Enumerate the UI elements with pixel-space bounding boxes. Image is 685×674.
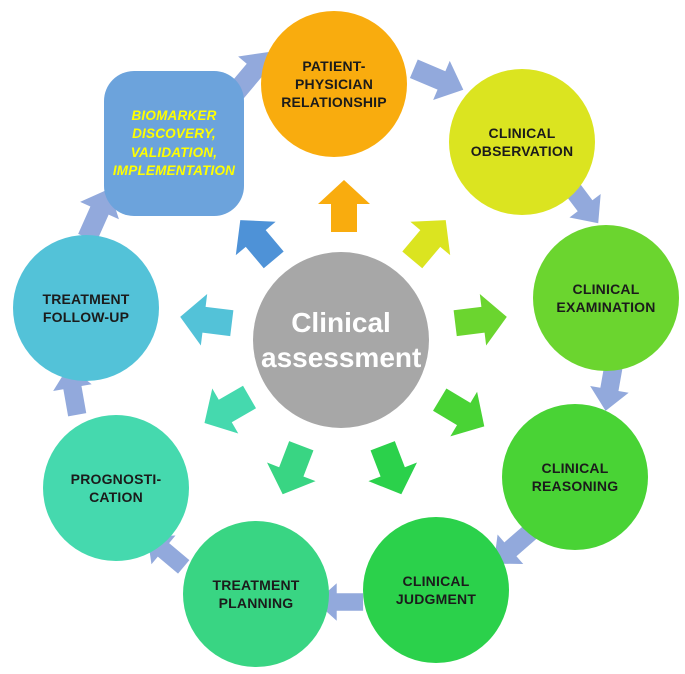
node-patient-physician-relationship-label: PATIENT-PHYSICIAN RELATIONSHIP bbox=[281, 57, 387, 111]
node-clinical-examination-label: CLINICAL EXAMINATION bbox=[556, 280, 656, 315]
node-prognostication: PROGNOSTI-CATION bbox=[43, 415, 189, 561]
radial-arrow-to-biomarker-icon bbox=[235, 220, 284, 269]
node-clinical-judgment: CLINICAL JUDGMENT bbox=[363, 517, 509, 663]
radial-arrow-to-clinical-observation-icon bbox=[402, 220, 451, 269]
radial-arrow-to-treatment-follow-up-icon bbox=[180, 293, 234, 346]
node-treatment-follow-up-label: TREATMENT FOLLOW-UP bbox=[42, 290, 130, 325]
radial-arrow-to-patient-physician-relationship-icon bbox=[318, 180, 370, 232]
node-clinical-examination: CLINICAL EXAMINATION bbox=[533, 225, 679, 371]
node-clinical-judgment-label: CLINICAL JUDGMENT bbox=[395, 572, 477, 607]
cycle-arrow-examination-to-reasoning-icon bbox=[590, 360, 629, 411]
cycle-arrow-reasoning-to-judgment-icon bbox=[493, 524, 538, 565]
node-patient-physician-relationship: PATIENT-PHYSICIAN RELATIONSHIP bbox=[261, 11, 407, 157]
node-clinical-assessment-label: Clinical assessment bbox=[261, 307, 422, 373]
radial-arrow-to-clinical-reasoning-icon bbox=[433, 388, 485, 437]
radial-arrow-to-prognostication-icon bbox=[204, 385, 257, 434]
node-clinical-reasoning: CLINICAL REASONING bbox=[502, 404, 648, 550]
radial-arrow-to-clinical-examination-icon bbox=[453, 293, 507, 346]
node-treatment-planning-label: TREATMENT PLANNING bbox=[212, 576, 300, 611]
node-clinical-observation-label: CLINICAL OBSERVATION bbox=[470, 124, 574, 159]
node-clinical-assessment-center: Clinical assessment bbox=[253, 252, 429, 428]
cycle-arrow-patient-physician-to-observation-icon bbox=[409, 59, 464, 101]
radial-arrow-to-treatment-planning-icon bbox=[267, 441, 316, 495]
node-biomarker-discovery-validation-implementation: BIOMARKER DISCOVERY, VALIDATION, IMPLEME… bbox=[104, 71, 244, 216]
node-treatment-planning: TREATMENT PLANNING bbox=[183, 521, 329, 667]
node-clinical-observation: CLINICAL OBSERVATION bbox=[449, 69, 595, 215]
node-biomarker-label: BIOMARKER DISCOVERY, VALIDATION, IMPLEME… bbox=[112, 108, 236, 178]
node-treatment-follow-up: TREATMENT FOLLOW-UP bbox=[13, 235, 159, 381]
node-clinical-reasoning-label: CLINICAL REASONING bbox=[531, 459, 619, 494]
radial-arrow-to-clinical-judgment-icon bbox=[368, 441, 417, 495]
node-prognostication-label: PROGNOSTI-CATION bbox=[70, 470, 162, 505]
